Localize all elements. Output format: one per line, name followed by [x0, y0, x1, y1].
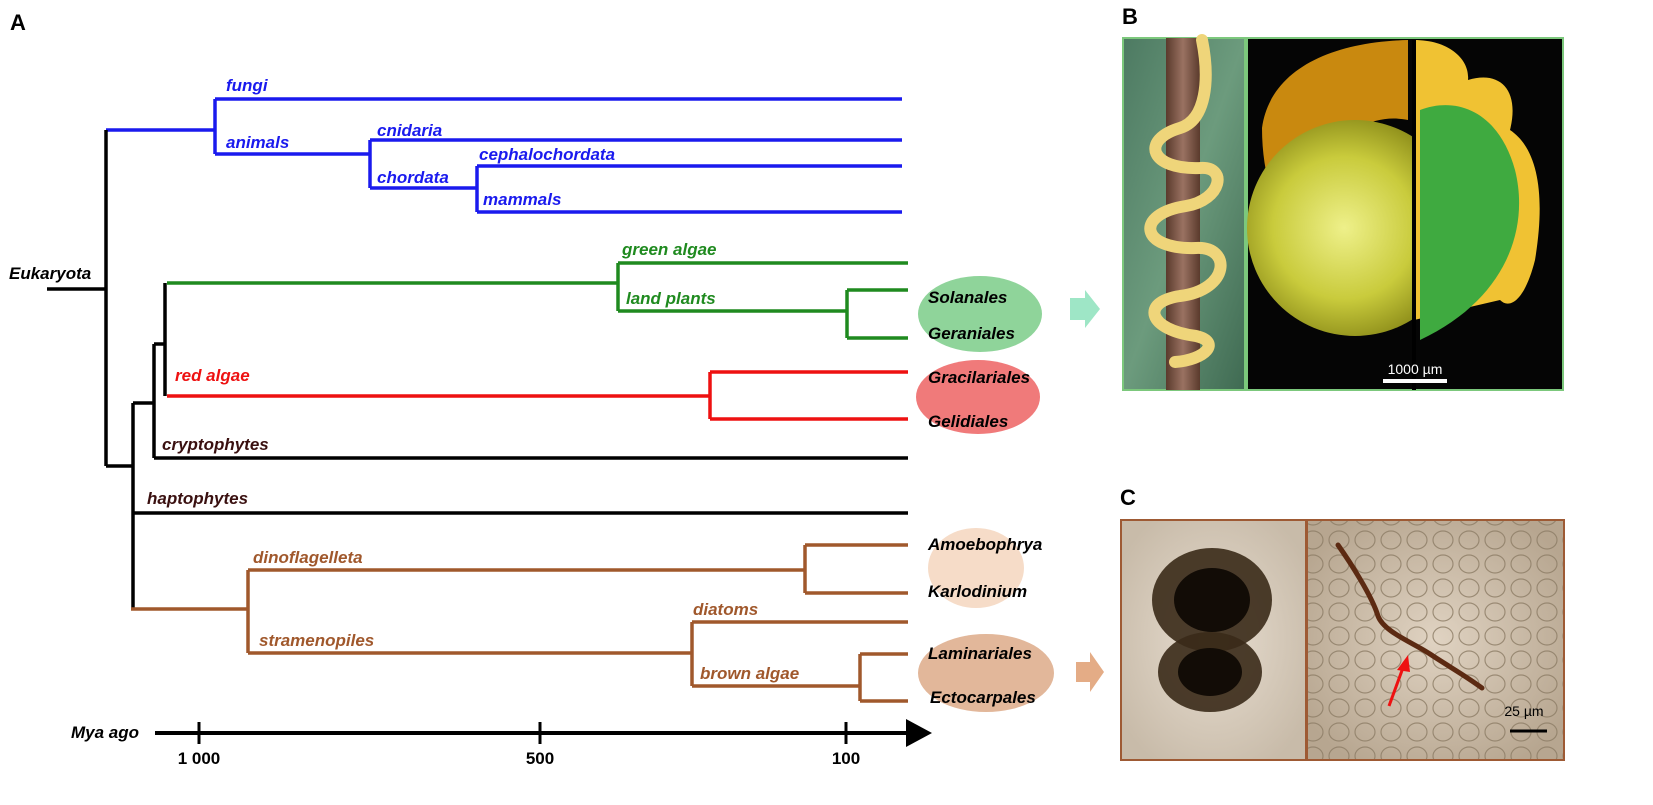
axis-label-mya: Mya ago	[71, 723, 139, 742]
tick-label-500: 500	[526, 749, 554, 768]
label-animals: animals	[226, 133, 289, 152]
label-green-algae: green algae	[621, 240, 717, 259]
label-gelidiales: Gelidiales	[928, 412, 1008, 431]
panel-b-letter: B	[1122, 4, 1138, 29]
label-amoebophrya: Amoebophrya	[927, 535, 1042, 554]
time-axis: Mya ago 1 000 500 100	[71, 719, 932, 768]
time-axis-arrowhead	[906, 719, 932, 747]
label-geraniales: Geraniales	[928, 324, 1015, 343]
panel-c-infected-tissue-photo: 25 µm	[1306, 519, 1565, 761]
red-pointer-arrowhead	[1397, 655, 1410, 672]
panel-b-dodder-coil-photo	[1122, 34, 1246, 391]
label-fungi: fungi	[226, 76, 269, 95]
label-gracilariales: Gracilariales	[928, 368, 1030, 387]
panel-b-haustorium-section-photo: 1000 µm	[1246, 37, 1564, 391]
arrow-to-panel-c	[1076, 652, 1104, 692]
scale-label-b: 1000 µm	[1388, 361, 1443, 377]
label-stramenopiles: stramenopiles	[259, 631, 374, 650]
label-cryptophytes: cryptophytes	[162, 435, 269, 454]
label-cnidaria: cnidaria	[377, 121, 442, 140]
eukaryote-backbone	[47, 130, 908, 609]
highlight-ellipse-brown-algae	[918, 634, 1054, 712]
label-dinoflagelleta: dinoflagelleta	[253, 548, 363, 567]
label-karlodinium: Karlodinium	[928, 582, 1027, 601]
label-diatoms: diatoms	[693, 600, 758, 619]
fungi-animals-clade	[106, 97, 902, 214]
plants-clade	[167, 261, 908, 340]
highlight-ellipse-plants	[918, 276, 1042, 352]
panel-c-letter: C	[1120, 485, 1136, 510]
label-cephalochordata: cephalochordata	[479, 145, 615, 164]
label-red-algae: red algae	[175, 366, 250, 385]
label-solanales: Solanales	[928, 288, 1007, 307]
scale-label-c: 25 µm	[1504, 703, 1543, 719]
tick-label-100: 100	[832, 749, 860, 768]
label-eukaryota: Eukaryota	[9, 264, 91, 283]
arrow-to-panel-b	[1070, 290, 1100, 328]
panel-a-letter: A	[10, 10, 26, 35]
label-ectocarpales: Ectocarpales	[930, 688, 1036, 707]
label-chordata: chordata	[377, 168, 449, 187]
red-algae-clade	[167, 370, 908, 421]
label-haptophytes: haptophytes	[147, 489, 248, 508]
label-mammals: mammals	[483, 190, 561, 209]
label-laminariales: Laminariales	[928, 644, 1032, 663]
label-land-plants: land plants	[626, 289, 716, 308]
tick-label-1000: 1 000	[178, 749, 221, 768]
label-brown-algae: brown algae	[700, 664, 799, 683]
red-pointer-arrow	[1387, 664, 1406, 707]
highlight-ellipse-red-algae	[916, 360, 1040, 434]
sar-clade	[131, 543, 908, 703]
highlight-ellipse-dinoflagellates	[928, 528, 1024, 608]
panel-c-parasite-colony-photo	[1120, 519, 1307, 761]
